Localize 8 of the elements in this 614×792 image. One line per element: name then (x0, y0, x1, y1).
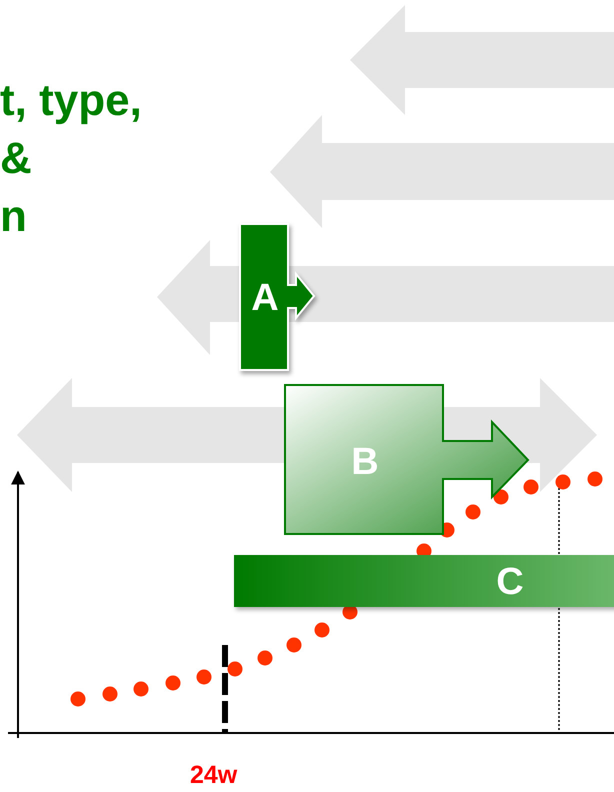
axis-label: 24w (190, 762, 238, 790)
stage-block (285, 385, 529, 535)
letter-label: C (496, 563, 524, 601)
letter-label: B (351, 443, 379, 481)
stage-block (240, 224, 315, 371)
stage-bar (234, 555, 614, 607)
letter-label: A (251, 279, 279, 317)
slide-title: t, type, & n (0, 75, 142, 243)
